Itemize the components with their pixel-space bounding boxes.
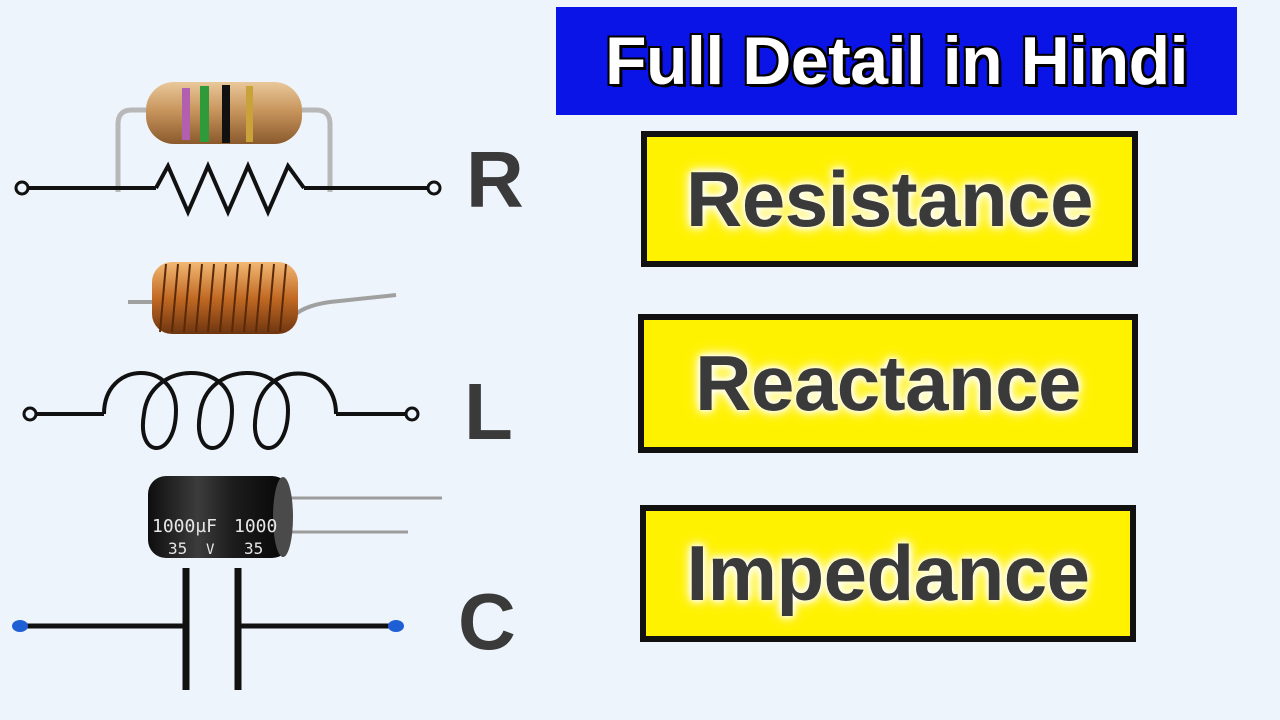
- resistor-letter: R: [466, 135, 524, 224]
- inductor-photo: [128, 262, 397, 334]
- capacitor-capacitance-side-label: 1000: [234, 516, 277, 537]
- resistor-photo: [115, 82, 333, 192]
- title-banner: Full Detail in Hindi: [556, 7, 1237, 115]
- capacitor-voltage-unit: V: [206, 542, 215, 558]
- impedance-label: Impedance: [686, 529, 1090, 617]
- capacitor-photo: 1000µF 1000 35 V 35: [148, 476, 442, 558]
- capacitor-symbol: [12, 568, 404, 690]
- impedance-box: Impedance: [640, 505, 1136, 642]
- inductor-symbol: [22, 371, 420, 450]
- capacitor-letter: C: [458, 577, 516, 666]
- page-title: Full Detail in Hindi: [604, 23, 1189, 99]
- resistance-label: Resistance: [686, 154, 1093, 243]
- capacitor-voltage-side-label: 35: [244, 539, 263, 558]
- capacitor-voltage-label: 35: [168, 539, 187, 558]
- reactance-box: Reactance: [638, 314, 1138, 453]
- resistance-box: Resistance: [641, 131, 1138, 267]
- inductor-letter: L: [464, 367, 513, 456]
- reactance-label: Reactance: [695, 339, 1081, 427]
- resistor-symbol: [14, 160, 442, 218]
- capacitor-capacitance-label: 1000µF: [152, 516, 217, 537]
